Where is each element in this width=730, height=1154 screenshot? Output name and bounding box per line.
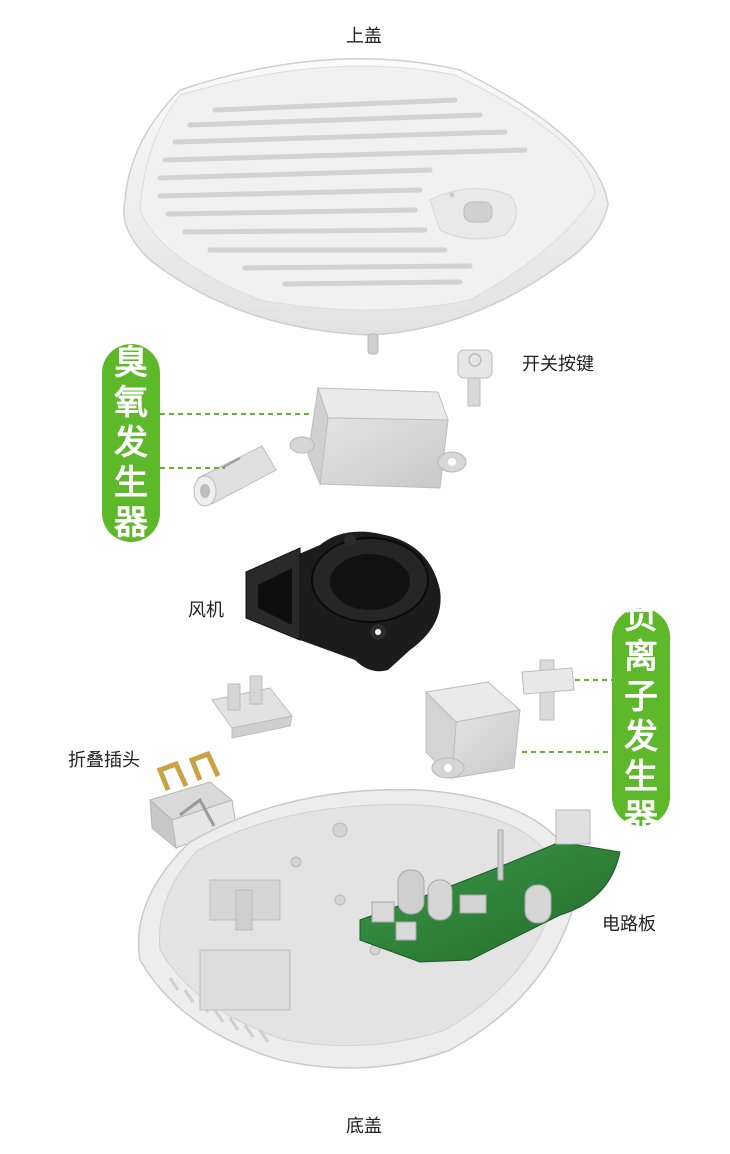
power-button-part [458, 350, 492, 406]
label-power-button: 开关按键 [522, 350, 594, 376]
label-fan: 风机 [188, 596, 224, 622]
label-folding-plug: 折叠插头 [68, 746, 140, 772]
anion-char: 器 [624, 797, 658, 837]
anion-char: 子 [624, 677, 658, 717]
ozone-char: 氧 [114, 383, 148, 423]
anion-char: 负 [624, 597, 658, 637]
ozone-char: 生 [114, 463, 148, 503]
ozone-generator-tube [194, 446, 276, 506]
ozone-char: 臭 [114, 343, 148, 383]
anion-char: 发 [624, 717, 658, 757]
top-cover-button-hole [464, 202, 492, 222]
callout-ozone-generator: 臭 氧 发 生 器 [102, 344, 160, 542]
callout-anion-generator: 负 离 子 发 生 器 [612, 608, 670, 826]
anion-emitter-part [522, 660, 574, 720]
ozone-generator-box [290, 388, 466, 488]
ozone-char: 器 [114, 503, 148, 543]
label-top-cover: 上盖 [346, 22, 382, 48]
anion-char: 生 [624, 757, 658, 797]
ozone-char: 发 [114, 423, 148, 463]
top-cover-part [124, 59, 608, 354]
anion-generator-box [426, 682, 520, 778]
anion-char: 离 [624, 637, 658, 677]
fan-part [246, 532, 441, 672]
label-circuit-board: 电路板 [602, 910, 656, 936]
label-bottom-cover: 底盖 [346, 1112, 382, 1138]
plug-bracket-part [212, 676, 292, 738]
